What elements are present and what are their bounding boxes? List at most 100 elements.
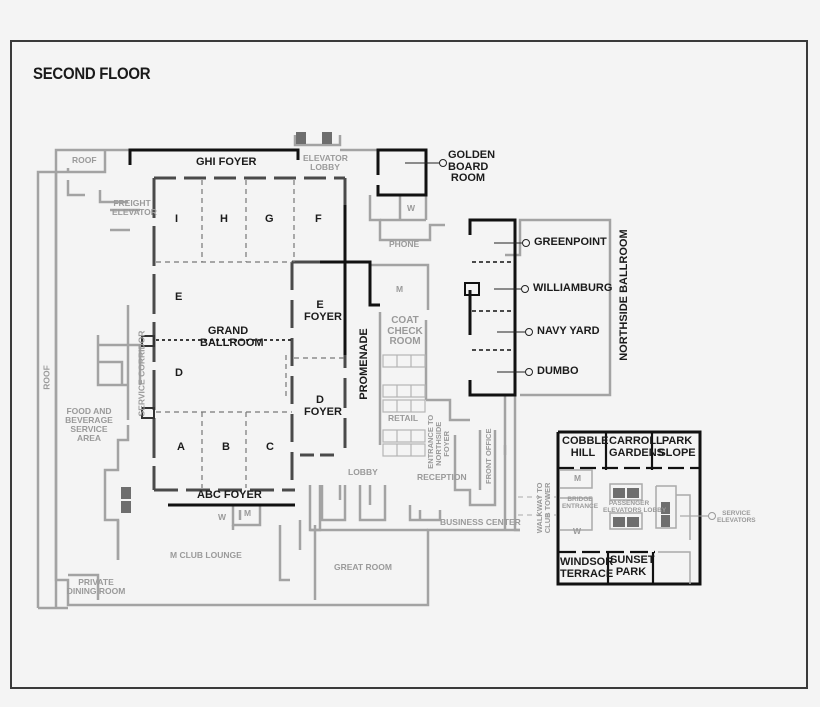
section-g[interactable]: G <box>265 213 274 225</box>
golden-board-room-line3: ROOM <box>450 172 486 185</box>
service-elevators-line1: SERVICE <box>722 510 751 517</box>
floor-plan-frame <box>10 40 808 689</box>
carroll-gardens-line2: GARDENS <box>609 446 665 459</box>
williamburg-label[interactable]: WILLIAMBURG <box>533 282 613 294</box>
cobble-hill-line1: COBBLE <box>562 435 609 447</box>
section-d[interactable]: D <box>175 367 183 379</box>
northside-ballroom-label[interactable]: NORTHSIDE BALLROOM <box>618 229 631 361</box>
roof-top-label: ROOF <box>72 155 97 165</box>
d-foyer-line2: FOYER <box>304 405 342 418</box>
walkway-line2: CLUB TOWER <box>543 482 552 534</box>
section-c[interactable]: C <box>266 441 274 453</box>
roof-side-label: ROOF <box>41 365 52 390</box>
service-elevators-line2: ELEVATORS <box>717 516 756 524</box>
private-line2: DINING ROOM <box>66 585 126 596</box>
service-elevators-label: SERVICE ELEVATORS <box>717 510 756 525</box>
e-foyer-line2: FOYER <box>304 310 342 323</box>
golden-board-room-line1: GOLDEN <box>448 149 496 161</box>
club-w-label: W <box>573 526 582 536</box>
freight-line1: FREIGHT <box>113 198 151 208</box>
ballroom-partitions <box>156 180 345 488</box>
food-line3: SERVICE <box>70 423 108 434</box>
park-slope-label[interactable]: PARK SLOPE <box>656 435 698 459</box>
section-f[interactable]: F <box>315 213 322 225</box>
building-outline <box>36 135 612 610</box>
navy-yard-label[interactable]: NAVY YARD <box>537 325 600 337</box>
coat-check-room-label: COAT CHECK ROOM <box>386 315 424 348</box>
promenade-label[interactable]: PROMENADE <box>358 328 371 400</box>
elevator-lobby-line2: LOBBY <box>310 161 340 172</box>
section-h[interactable]: H <box>220 213 228 225</box>
passenger-line1: PASSENGER <box>608 500 650 507</box>
section-b[interactable]: B <box>222 441 230 453</box>
cobble-hill-line2: HILL <box>570 446 596 459</box>
business-center-label: BUSINESS CENTER <box>440 517 521 527</box>
sunset-park-label[interactable]: SUNSET PARK <box>610 554 655 578</box>
food-line2: BEVERAGE <box>65 414 113 425</box>
northside-partitions <box>472 261 513 351</box>
service-corridor-label: SERVICE CORRIDOR <box>136 330 147 417</box>
food-line4: AREA <box>76 432 102 443</box>
w-upper-label: W <box>407 203 416 213</box>
sunset-park-line2: PARK <box>615 565 647 578</box>
service-elevator-leader <box>680 512 716 520</box>
windsor-terrace-line1: WINDSOR <box>560 556 614 568</box>
private-dining-room-label: PRIVATE DINING ROOM <box>66 578 126 596</box>
carroll-gardens-line1: CARROLL <box>609 435 663 447</box>
phone-label: PHONE <box>389 239 420 249</box>
food-beverage-service-area-label: FOOD AND BEVERAGE SERVICE AREA <box>64 407 114 443</box>
reception-label: RECEPTION <box>417 472 467 482</box>
ghi-foyer-label: GHI FOYER <box>196 156 257 168</box>
m-club-lounge-label: M CLUB LOUNGE <box>170 550 242 560</box>
d-foyer-line1: D <box>316 394 324 406</box>
greenpoint-label[interactable]: GREENPOINT <box>534 236 607 248</box>
page-title: SECOND FLOOR <box>33 64 151 83</box>
park-slope-line1: PARK <box>661 435 693 447</box>
w-lower-label: W <box>218 512 227 522</box>
retail-label: RETAIL <box>388 413 419 423</box>
elevator-shafts <box>121 132 670 527</box>
elevator-lobby-label: ELEVATOR LOBBY <box>303 153 348 172</box>
grand-ballroom-label[interactable]: GRAND BALLROOM <box>200 325 264 349</box>
section-a[interactable]: A <box>177 441 185 453</box>
d-foyer-label[interactable]: D FOYER <box>304 394 342 418</box>
lobby-label: LOBBY <box>348 467 378 477</box>
walkway-lines <box>518 496 556 516</box>
sunset-park-line1: SUNSET <box>610 554 655 566</box>
coat-line3: ROOM <box>389 336 421 347</box>
abc-foyer-label: ABC FOYER <box>197 489 262 501</box>
passenger-elevators-lobby-label: PASSENGER ELEVATORS LOBBY <box>603 500 667 515</box>
section-e[interactable]: E <box>175 291 183 303</box>
entrance-northside-foyer-label: ENTRANCE TO NORTHSIDE FOYER <box>426 415 451 469</box>
golden-board-room-label[interactable]: GOLDEN BOARD ROOM <box>448 149 496 185</box>
m-upper-label: M <box>396 284 404 294</box>
club-tower-walls <box>558 432 700 584</box>
front-office-label: FRONT OFFICE <box>484 428 494 484</box>
club-m-label: M <box>574 473 582 483</box>
dumbo-label[interactable]: DUMBO <box>537 365 579 377</box>
carroll-gardens-label[interactable]: CARROLL GARDENS <box>609 435 665 459</box>
great-room-label: GREAT ROOM <box>334 562 392 572</box>
passenger-line2: ELEVATORS LOBBY <box>603 506 667 514</box>
pillar <box>141 407 155 419</box>
bridge-entrance-line2: ENTRANCE <box>561 502 599 510</box>
cobble-hill-label[interactable]: COBBLE HILL <box>562 435 609 459</box>
freight-line2: ELEVATOR <box>112 206 157 217</box>
windsor-terrace-label[interactable]: WINDSOR TERRACE <box>560 556 614 580</box>
retail-displays <box>382 354 426 457</box>
club-tower-interior <box>560 469 691 584</box>
m-lower-label: M <box>244 508 252 518</box>
food-line1: FOOD AND <box>66 406 112 416</box>
golden-board-room-line2: BOARD <box>448 160 489 173</box>
coat-line1: COAT <box>391 315 419 326</box>
walkway-label: WALKWAY TO CLUB TOWER <box>535 480 552 536</box>
pillar <box>464 282 480 296</box>
elevator-lobby-line1: ELEVATOR <box>303 153 348 163</box>
grand-ballroom-line2: BALLROOM <box>200 336 264 349</box>
freight-elevator-label: FREIGHT ELEVATOR <box>112 198 157 217</box>
e-foyer-label[interactable]: E FOYER <box>304 299 342 323</box>
bridge-entrance-label: BRIDGE ENTRANCE <box>560 496 600 511</box>
section-i[interactable]: I <box>175 213 179 225</box>
callout-leaders <box>405 159 533 376</box>
